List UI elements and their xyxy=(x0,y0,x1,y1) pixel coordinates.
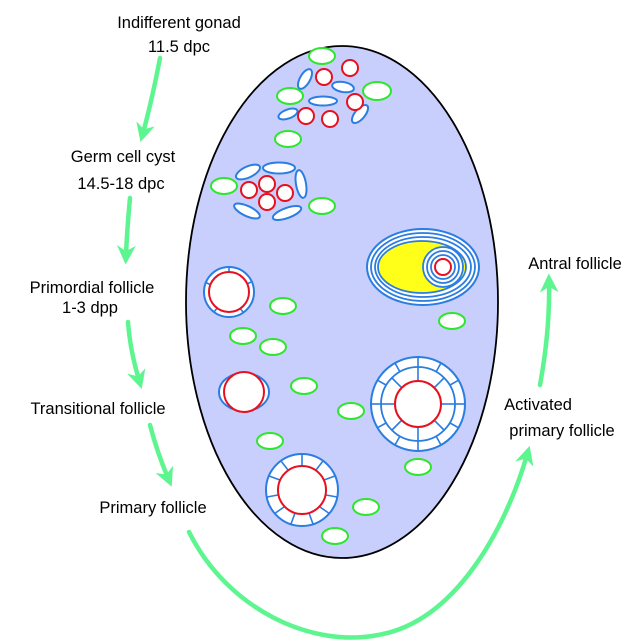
germ-cell xyxy=(241,182,257,198)
germ-cell xyxy=(298,108,314,124)
oocyte xyxy=(435,259,451,275)
oocyte xyxy=(278,466,326,514)
germ-cell xyxy=(259,194,275,210)
oocyte xyxy=(224,372,264,412)
somatic-cell xyxy=(405,459,431,475)
somatic-cell xyxy=(363,82,391,100)
pregranulosa-cell xyxy=(309,97,337,106)
label-primordial-follicle-age: 1-3 dpp xyxy=(62,299,118,317)
label-antral-follicle: Antral follicle xyxy=(528,255,622,273)
somatic-cell xyxy=(260,339,286,355)
germ-cell xyxy=(347,94,363,110)
oocyte xyxy=(395,381,441,427)
germ-cell xyxy=(277,185,293,201)
arrow-transitional-to-primary xyxy=(150,425,168,478)
somatic-cell xyxy=(275,131,301,147)
label-primordial-follicle: Primordial follicle xyxy=(30,279,155,297)
somatic-cell xyxy=(211,178,237,194)
somatic-cell xyxy=(338,403,364,419)
multilayer-follicle xyxy=(371,357,465,451)
oocyte xyxy=(209,272,249,312)
label-transitional-follicle: Transitional follicle xyxy=(30,400,165,418)
primordial-follicle xyxy=(204,267,254,317)
label-activated-primary-follicle-line1: Activated xyxy=(504,396,572,414)
pregranulosa-cell xyxy=(263,163,295,174)
somatic-cell xyxy=(309,48,335,64)
label-activated-primary-follicle-line2: primary follicle xyxy=(509,422,614,440)
primary-follicle xyxy=(266,454,338,526)
germ-cell xyxy=(259,176,275,192)
germ-cell xyxy=(322,111,338,127)
transitional-follicle xyxy=(219,372,269,412)
arrow-cyst-to-primordial xyxy=(126,198,130,255)
label-indifferent-gonad: Indifferent gonad xyxy=(117,14,241,32)
label-germ-cell-cyst-age: 14.5-18 dpc xyxy=(77,175,164,193)
arrow-primordial-to-transitional xyxy=(128,322,139,380)
germ-cell xyxy=(316,69,332,85)
arrow-gonad-to-cyst xyxy=(143,58,160,133)
somatic-cell xyxy=(322,528,348,544)
label-germ-cell-cyst: Germ cell cyst xyxy=(71,148,176,166)
somatic-cell xyxy=(257,433,283,449)
somatic-cell xyxy=(291,378,317,394)
somatic-cell xyxy=(353,499,379,515)
somatic-cell xyxy=(277,88,303,104)
somatic-cell xyxy=(309,198,335,214)
arrow-activated-to-antral xyxy=(540,283,549,385)
antral-follicle xyxy=(367,229,479,305)
somatic-cell xyxy=(230,328,256,344)
somatic-cell xyxy=(270,298,296,314)
label-primary-follicle: Primary follicle xyxy=(99,499,206,517)
germ-cell xyxy=(342,60,358,76)
label-indifferent-gonad-age: 11.5 dpc xyxy=(148,38,210,56)
somatic-cell xyxy=(439,313,465,329)
